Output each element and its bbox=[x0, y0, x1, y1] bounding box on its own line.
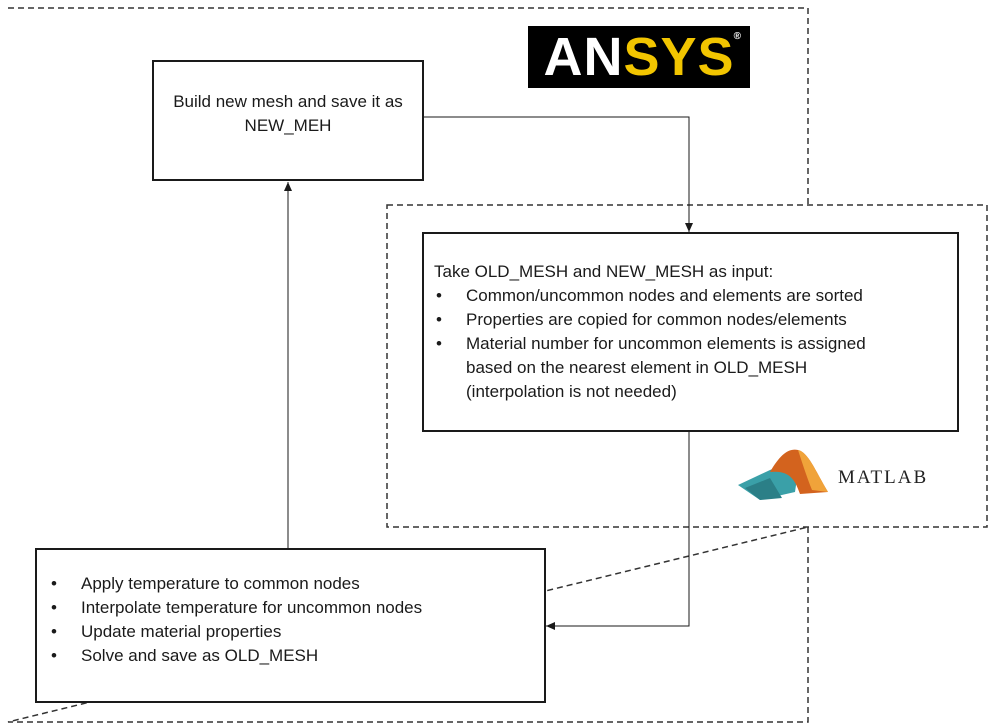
list-item: Interpolate temperature for uncommon nod… bbox=[49, 596, 532, 620]
list-item: Solve and save as OLD_MESH bbox=[49, 644, 532, 668]
list-item: Apply temperature to common nodes bbox=[49, 572, 532, 596]
arrow-matlab-to-solve bbox=[546, 432, 690, 630]
solve-step-list: Apply temperature to common nodes Interp… bbox=[49, 572, 532, 668]
matlab-step-list: Common/uncommon nodes and elements are s… bbox=[434, 284, 947, 404]
arrow-build-to-matlab bbox=[424, 116, 693, 232]
list-item: Common/uncommon nodes and elements are s… bbox=[434, 284, 947, 308]
build-mesh-text: Build new mesh and save it as NEW_MEH bbox=[173, 91, 403, 135]
matlab-region-border bbox=[386, 204, 988, 528]
list-item: Material number for uncommon elements is… bbox=[434, 332, 886, 404]
matlab-step-heading: Take OLD_MESH and NEW_MESH as input: bbox=[434, 262, 774, 281]
matlab-logo-icon bbox=[738, 449, 828, 500]
ansys-region-border bbox=[7, 7, 809, 723]
list-item: Properties are copied for common nodes/e… bbox=[434, 308, 947, 332]
build-mesh-box: Build new mesh and save it as NEW_MEH bbox=[152, 60, 424, 181]
matlab-step-box: Take OLD_MESH and NEW_MESH as input: Com… bbox=[422, 232, 959, 432]
solve-step-box: Apply temperature to common nodes Interp… bbox=[35, 548, 546, 703]
ansys-logo-an: AN bbox=[543, 27, 624, 87]
ansys-logo-sys: SYS bbox=[623, 27, 735, 87]
ansys-logo-reg: ® bbox=[733, 31, 742, 42]
list-item: Update material properties bbox=[49, 620, 532, 644]
matlab-wordmark: MATLAB bbox=[838, 467, 929, 488]
